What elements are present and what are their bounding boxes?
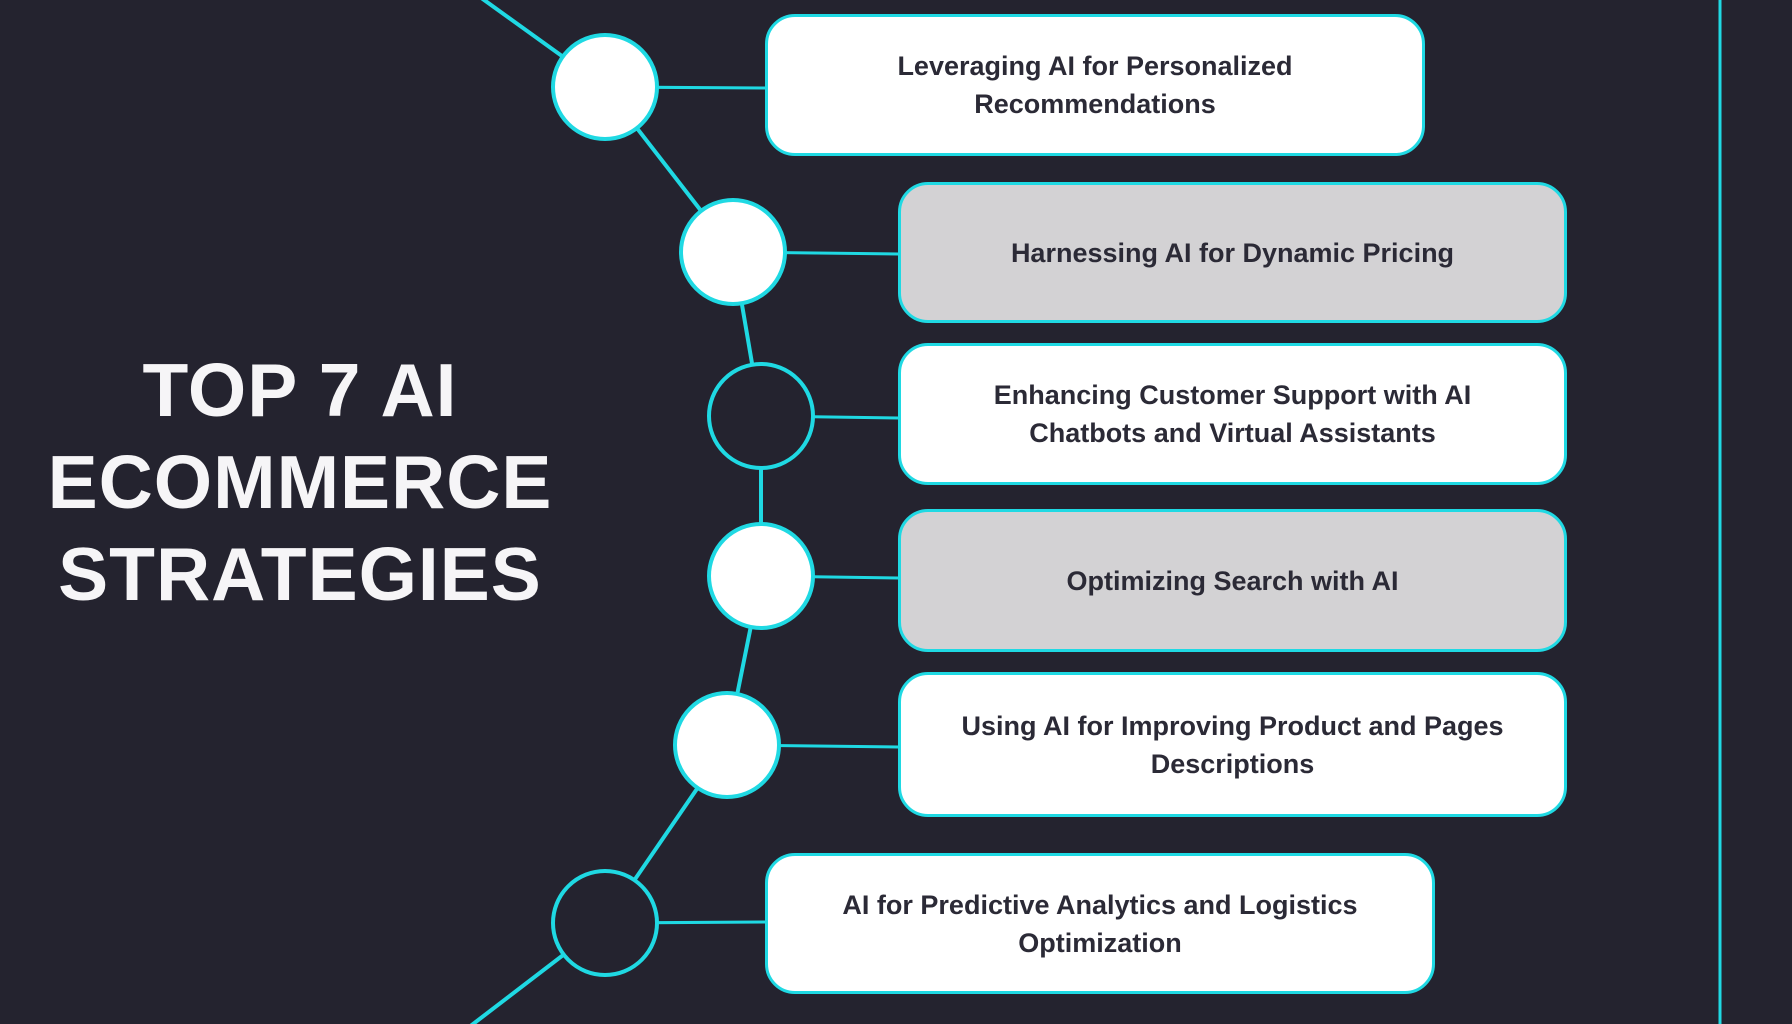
node-circle-5 <box>673 691 781 799</box>
strategy-box-2-label: Harnessing AI for Dynamic Pricing <box>1010 237 1455 268</box>
strategy-box-4-label: Optimizing Search with AI <box>1066 565 1399 596</box>
node-circle-3 <box>707 362 815 470</box>
node-circle-6 <box>551 869 659 977</box>
node-circle-4 <box>707 522 815 630</box>
strategy-box-5: Using AI for Improving Product and Pages… <box>898 672 1567 817</box>
strategy-box-4: Optimizing Search with AI <box>898 509 1567 652</box>
strategy-box-1-label: Leveraging AI for Personalized Recommend… <box>897 51 1293 119</box>
strategy-box-3-label: Enhancing Customer Support with AI Chatb… <box>993 380 1472 448</box>
strategy-box-1: Leveraging AI for Personalized Recommend… <box>765 14 1425 156</box>
strategy-box-2: Harnessing AI for Dynamic Pricing <box>898 182 1567 323</box>
strategy-box-3: Enhancing Customer Support with AI Chatb… <box>898 343 1567 485</box>
strategy-box-6: AI for Predictive Analytics and Logistic… <box>765 853 1435 994</box>
node-circle-1 <box>551 33 659 141</box>
strategy-box-5-label: Using AI for Improving Product and Pages… <box>961 710 1504 779</box>
strategy-box-6-label: AI for Predictive Analytics and Logistic… <box>842 889 1358 958</box>
page-title: TOP 7 AI ECOMMERCE STRATEGIES <box>47 348 553 616</box>
node-circle-2 <box>679 198 787 306</box>
